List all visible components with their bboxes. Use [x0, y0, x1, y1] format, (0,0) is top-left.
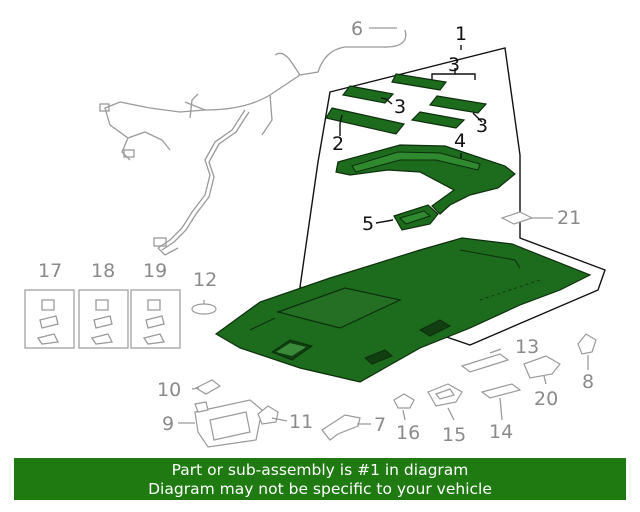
lens-13: [460, 353, 510, 373]
lamp-20: [523, 355, 561, 379]
callout-1: 1: [455, 23, 467, 45]
callout-14: 14: [489, 421, 513, 443]
grommet-12: [191, 303, 217, 315]
assist-handle-7: [321, 414, 361, 441]
callout-20: 20: [534, 388, 558, 410]
clip-16: [393, 393, 415, 409]
callout-17: 17: [38, 260, 62, 282]
callout-6: 6: [351, 18, 363, 40]
callout-3b: 3: [394, 96, 406, 118]
callout-18: 18: [91, 260, 115, 282]
callout-2: 2: [332, 133, 344, 155]
leader-lines-dark: [339, 45, 483, 224]
callout-3c: 3: [476, 115, 488, 137]
wiring-harness: [99, 29, 407, 256]
callout-3a: 3: [448, 54, 460, 76]
leader-lines-gray: [178, 27, 589, 425]
bracket-11: [257, 405, 279, 425]
callout-7: 7: [374, 414, 386, 436]
sun-visor: [194, 399, 263, 448]
callout-11: 11: [289, 411, 313, 433]
reinforcement-bracket: [335, 144, 516, 215]
callout-5: 5: [362, 213, 374, 235]
lamp-15: [427, 383, 463, 407]
acoustic-pads: [325, 73, 488, 135]
banner-line-1: Part or sub-assembly is #1 in diagram: [171, 461, 469, 479]
callout-10: 10: [157, 379, 181, 401]
callout-4: 4: [454, 130, 466, 152]
callout-19: 19: [143, 260, 167, 282]
lamp-21: [500, 211, 534, 225]
callout-21: 21: [557, 207, 581, 229]
callout-13: 13: [515, 336, 539, 358]
bracket-5: [393, 204, 439, 231]
info-banner: Part or sub-assembly is #1 in diagram Di…: [14, 458, 626, 500]
callout-9: 9: [162, 413, 174, 435]
callout-16: 16: [396, 422, 420, 444]
callout-12: 12: [193, 269, 217, 291]
visor-clip-10: [194, 379, 222, 395]
callout-15: 15: [442, 424, 466, 446]
lens-14: [480, 383, 522, 399]
assembly-outline: [299, 47, 606, 346]
banner-line-2: Diagram may not be specific to your vehi…: [148, 480, 492, 498]
callout-8: 8: [582, 371, 594, 393]
hook-8: [577, 333, 597, 355]
fastener-kits: [24, 289, 181, 349]
headliner-panel: [214, 237, 592, 383]
